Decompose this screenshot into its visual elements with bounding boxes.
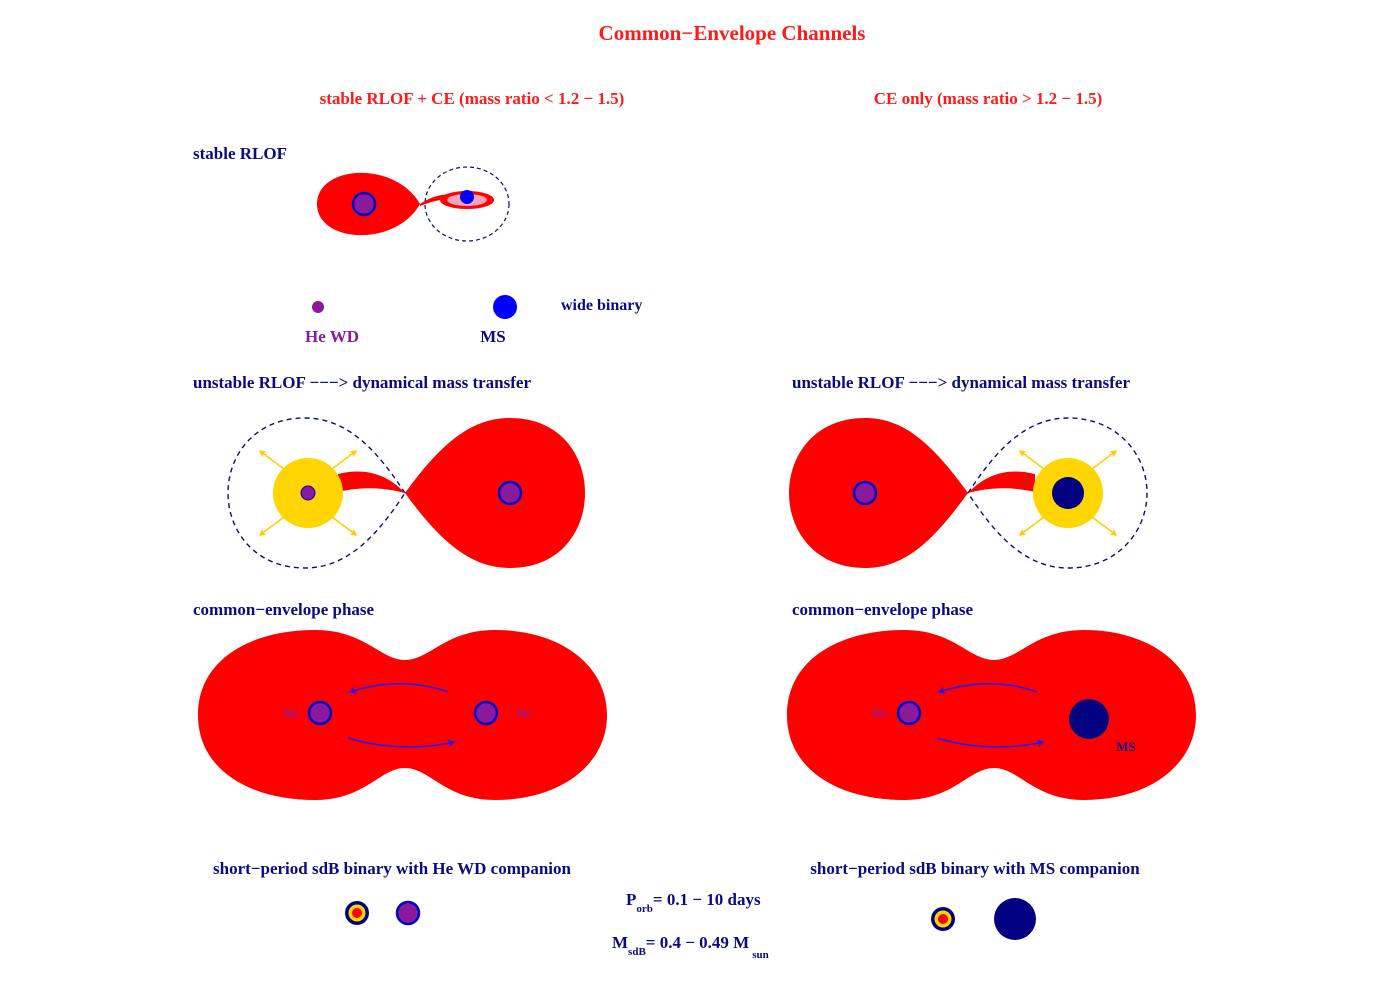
stage-label-unstable-left: unstable RLOF −−−> dynamical mass transf… (193, 373, 531, 392)
unstable-rlof-left-system (227, 417, 585, 569)
formula-p-sub: orb (636, 903, 653, 915)
mass-transfer-stream (968, 471, 1035, 493)
ms-star-icon (493, 295, 517, 319)
orbit-arrow-icon (347, 737, 456, 748)
roche-lobe-icon (789, 418, 968, 568)
he-label: He (517, 706, 532, 720)
sdb-mass-formula: MsdB= 0.4 − 0.49 Msun (612, 933, 769, 961)
outflow-arrow-icon (1091, 516, 1118, 536)
formula-p-rest: = 0.1 − 10 days (653, 890, 761, 909)
he-core-icon (852, 480, 878, 506)
mass-transfer-stream (338, 471, 405, 493)
he-core-icon (300, 485, 316, 501)
outflow-arrow-icon (258, 516, 285, 536)
common-envelope-right-system: He MS (787, 630, 1196, 800)
formula-m-sub: sdB (628, 946, 646, 958)
he-label: He (873, 706, 888, 720)
ms-label: MS (480, 327, 506, 346)
final-left-system (345, 900, 421, 926)
diagram-title: Common−Envelope Channels (599, 21, 866, 45)
outflow-arrow-icon (331, 516, 358, 536)
ms-label: MS (1116, 739, 1136, 754)
he-core-icon (497, 480, 523, 506)
he-core-icon (896, 700, 922, 726)
wide-binary-system: He WD MS wide binary (305, 295, 642, 346)
final-label-right: short−period sdB binary with MS companio… (810, 859, 1140, 878)
common-envelope-icon (787, 630, 1196, 800)
he-core-icon (351, 191, 377, 217)
outflow-arrow-icon (1018, 516, 1045, 536)
final-label-left: short−period sdB binary with He WD compa… (213, 859, 571, 878)
common-envelope-left-system: He He (198, 630, 607, 800)
he-wd-label: He WD (305, 327, 359, 346)
he-core-icon (473, 700, 499, 726)
roche-lobe-outline (424, 166, 510, 242)
roche-lobe-icon (405, 418, 585, 568)
stage-label-ce-right: common−envelope phase (792, 600, 974, 619)
ms-star-icon (460, 190, 474, 204)
orbit-arrow-icon (937, 683, 1038, 694)
column-heading-right: CE only (mass ratio > 1.2 − 1.5) (874, 89, 1103, 108)
formula-m-sub2: sun (752, 949, 769, 961)
he-wd-icon (312, 301, 324, 313)
svg-text:MsdB= 0.4 − 0.49 Msun: MsdB= 0.4 − 0.49 Msun (612, 933, 769, 961)
svg-text:Porb= 0.1 − 10 days: Porb= 0.1 − 10 days (626, 890, 761, 915)
outflow-arrow-icon (331, 450, 358, 470)
stage-label-unstable-right: unstable RLOF −−−> dynamical mass transf… (792, 373, 1130, 392)
ms-star-icon (994, 898, 1036, 940)
outflow-arrow-icon (1091, 450, 1118, 470)
he-core-icon (307, 700, 333, 726)
orbital-period-formula: Porb= 0.1 − 10 days (626, 890, 761, 915)
formula-m: M (612, 933, 628, 952)
common-envelope-icon (198, 630, 607, 800)
he-label: He (284, 706, 299, 720)
final-right-system (931, 898, 1036, 940)
stage-label-ce-left: common−envelope phase (193, 600, 375, 619)
ms-star-icon (1052, 477, 1084, 509)
roche-lobe-outline (227, 417, 406, 569)
orbit-arrow-icon (348, 683, 449, 694)
outflow-arrow-icon (1018, 450, 1045, 470)
unstable-rlof-right-system (789, 417, 1148, 569)
stable-rlof-system (317, 166, 510, 242)
outflow-arrow-icon (258, 450, 285, 470)
sdb-star-core (938, 914, 948, 924)
formula-m-rest: = 0.4 − 0.49 M (646, 933, 749, 952)
formula-p: P (626, 890, 636, 909)
roche-lobe-outline (967, 417, 1148, 569)
orbit-arrow-icon (936, 737, 1045, 748)
wide-binary-label: wide binary (561, 297, 642, 314)
stage-label-stable-rlof: stable RLOF (193, 144, 287, 163)
he-wd-icon (395, 900, 421, 926)
ms-star-icon (1069, 699, 1109, 739)
column-heading-left: stable RLOF + CE (mass ratio < 1.2 − 1.5… (320, 89, 625, 108)
sdb-star-core (352, 908, 362, 918)
